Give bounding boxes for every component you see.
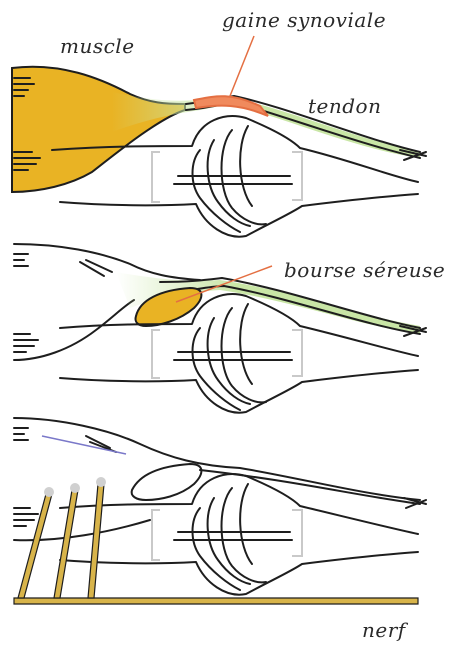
label-tendon: tendon bbox=[308, 94, 381, 118]
muscle-body bbox=[12, 67, 185, 192]
label-nerve: nerf bbox=[362, 618, 406, 642]
arm-upper-2 bbox=[14, 244, 200, 280]
panel-1 bbox=[12, 36, 426, 237]
synovial-sheath bbox=[194, 96, 268, 116]
label-synovial-sheath: gaine synoviale bbox=[222, 8, 386, 32]
arm-lower-2 bbox=[14, 300, 134, 360]
panel-3 bbox=[14, 418, 426, 604]
label-muscle: muscle bbox=[60, 34, 135, 58]
sheath-leader bbox=[230, 36, 254, 96]
label-serous-bursa: bourse séreuse bbox=[284, 258, 445, 282]
